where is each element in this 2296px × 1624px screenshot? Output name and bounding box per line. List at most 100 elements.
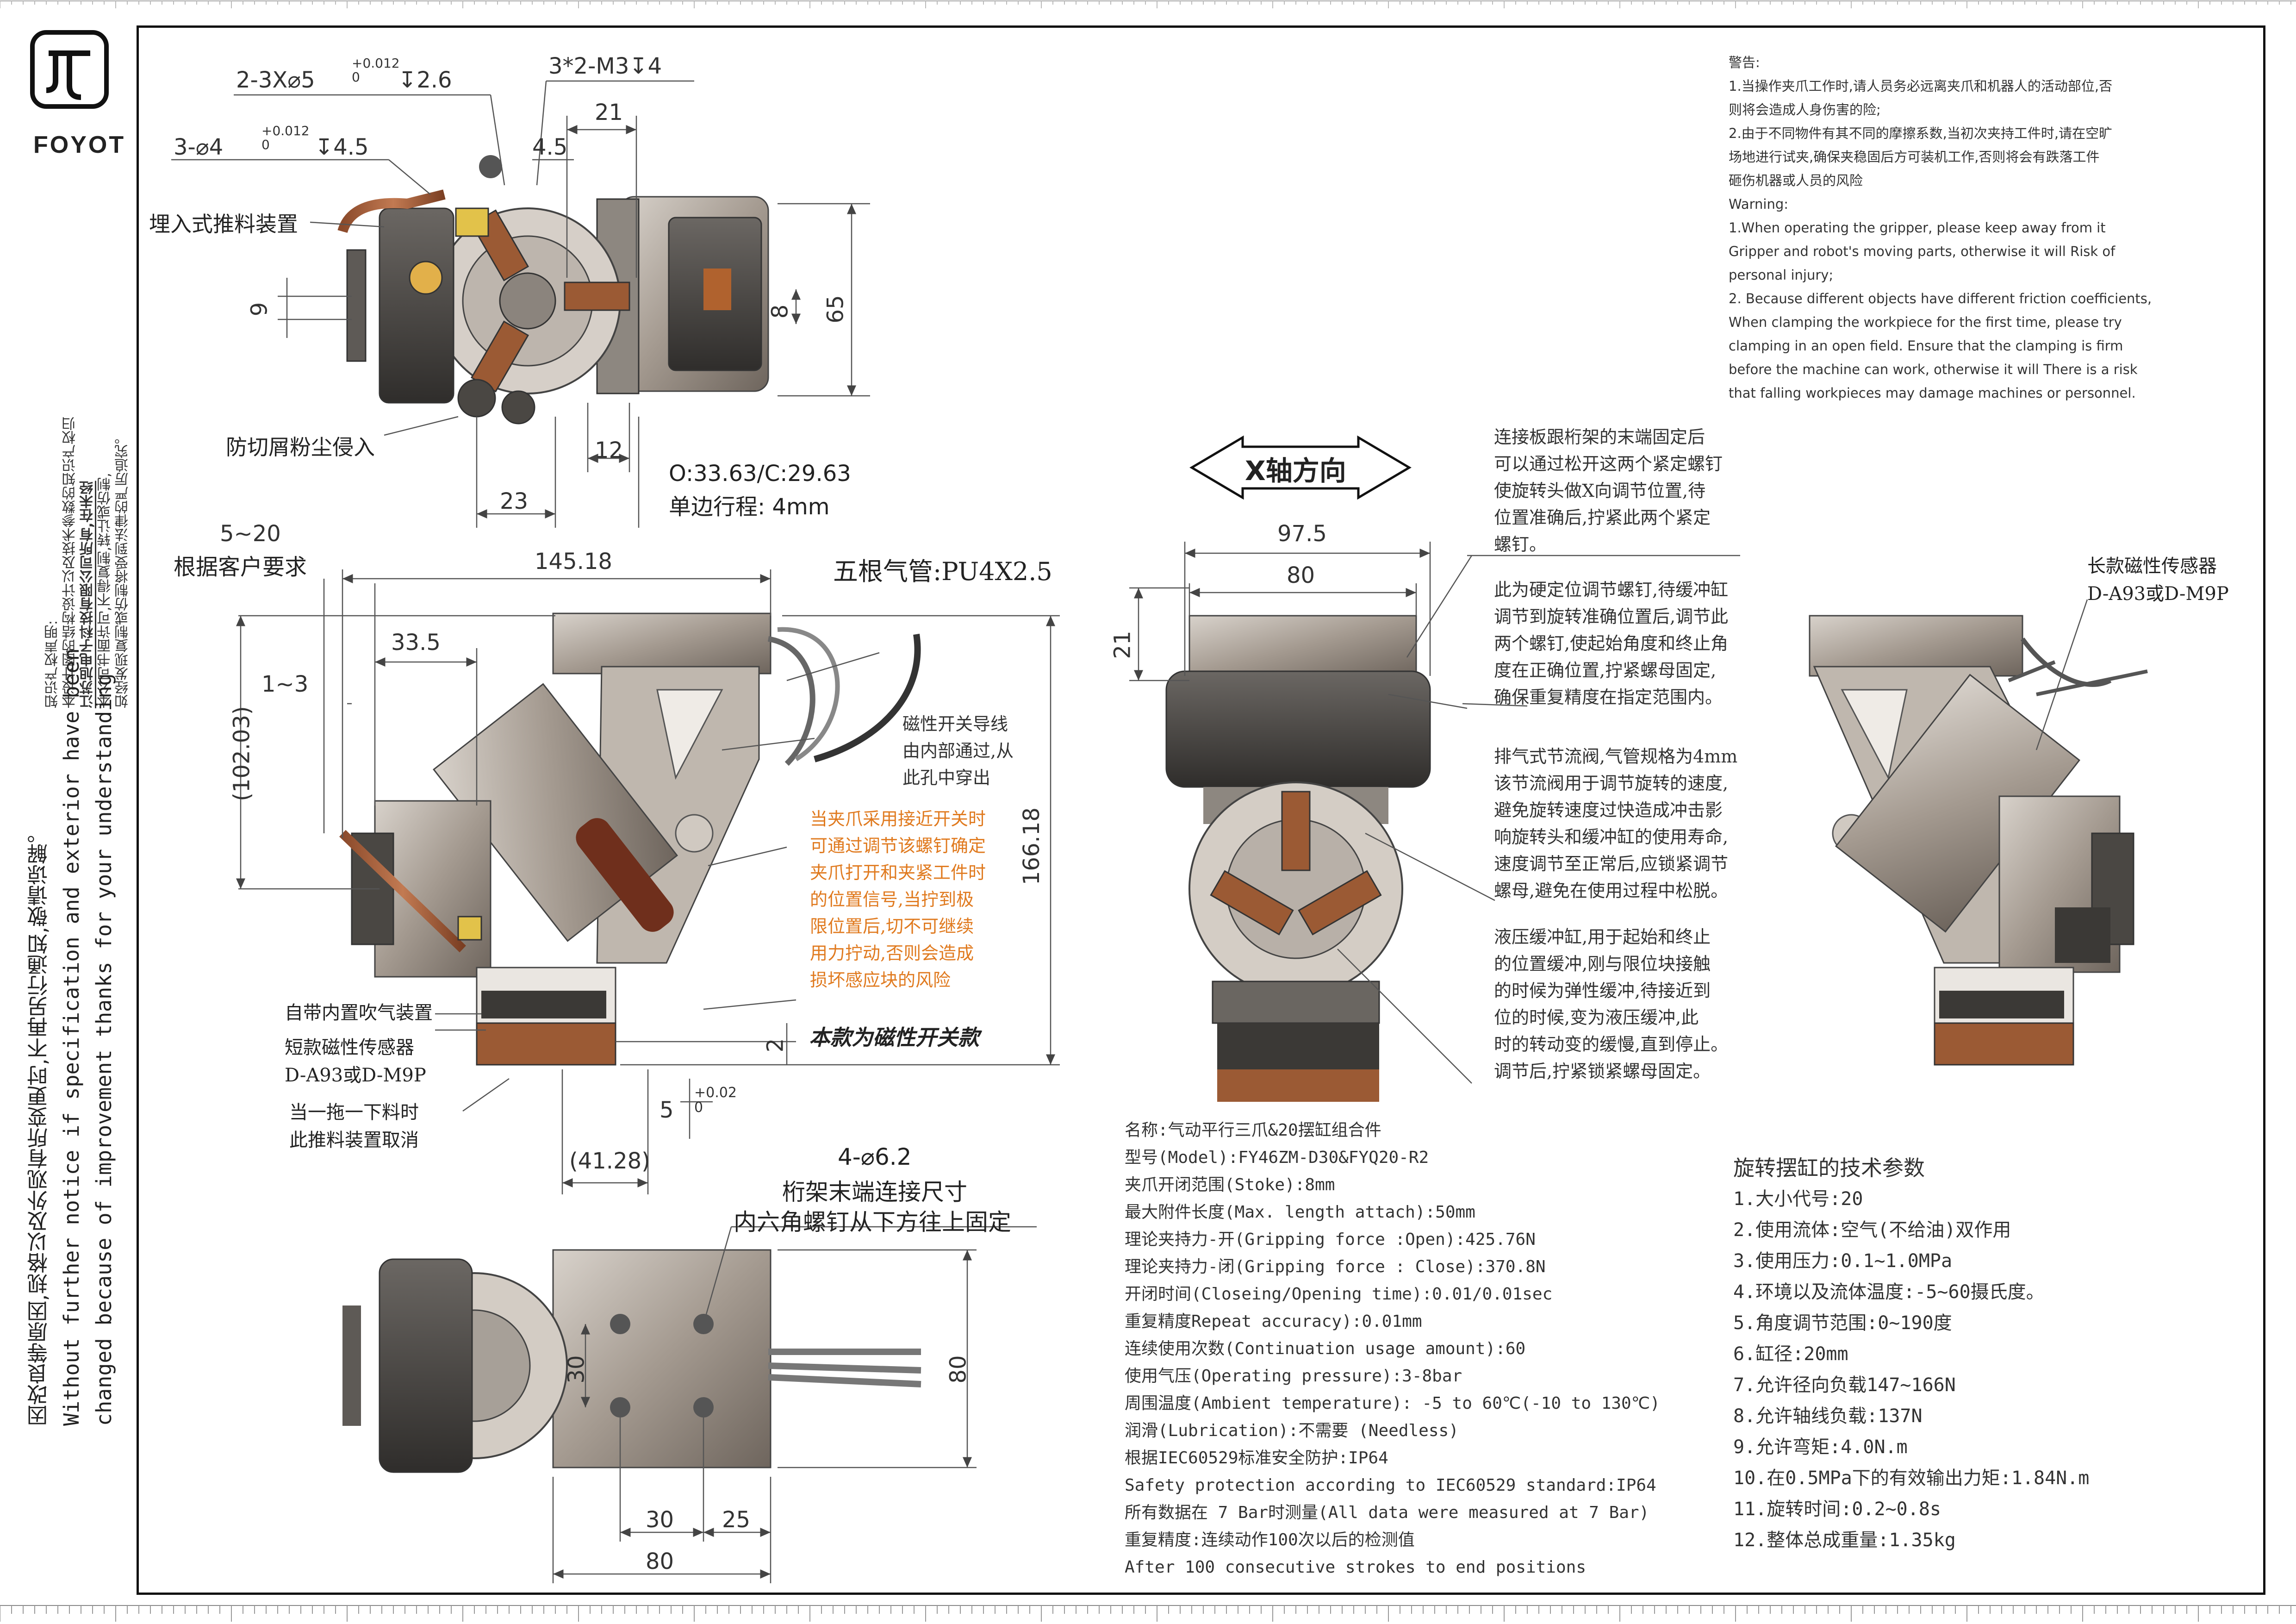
warning-line-cn: 则将会造成人身伤害的险;: [1729, 102, 1881, 118]
cylinder-param: 1.大小代号:20: [1733, 1188, 1863, 1210]
holes-a-depth: ↧2.6: [398, 67, 452, 93]
dim-5: 5: [660, 1097, 674, 1123]
wire-note-line: 磁性开关导线: [902, 714, 1008, 734]
note-line: 该节流阀用于调节旋转的速度,: [1494, 773, 1729, 793]
cylinder-param: 9.允许弯矩:4.0N.m: [1733, 1437, 1908, 1458]
spec-line: 重复精度:连续动作100次以后的检测值: [1125, 1530, 1415, 1549]
long-sensor-label: 长款磁性传感器: [2087, 556, 2217, 577]
note-line: 的位置缓冲,刚与限位块接触: [1494, 954, 1711, 974]
dim-4-5: 4.5: [532, 134, 568, 160]
drawing-frame: [137, 25, 2265, 1595]
hex-screw-label: 内六角螺钉从下方往上固定: [734, 1209, 1011, 1236]
cylinder-param: 10.在0.5MPa下的有效输出力矩:1.84N.m: [1733, 1468, 2090, 1489]
rear-sensor-leader: [2035, 599, 2088, 750]
drag-note-2: 此推料装置取消: [289, 1130, 419, 1151]
spec-line: 所有数据在 7 Bar时测量(All data were measured at…: [1125, 1503, 1649, 1522]
warning-line-cn: 砸伤机器或人员的风险: [1729, 173, 1863, 188]
spec-line: 理论夹持力-闭(Gripping force : Close):370.8N: [1125, 1257, 1546, 1276]
spec-line: 最大附件长度(Max. length attach):50mm: [1125, 1203, 1475, 1222]
spec-line: 润滑(Lubrication):不需要 (Needless): [1125, 1421, 1459, 1440]
warning-line: 当夹爪采用接近开关时: [810, 809, 986, 829]
dim-145-18: 145.18: [535, 549, 612, 575]
dim-21-front: 21: [1109, 631, 1136, 659]
warning-line: 损坏感应块的风险: [810, 970, 951, 990]
hard-stop-note: 此为硬定位调节螺钉,待缓冲缸 调节到旋转准确位置后,调节此 两个螺钉,使起始角度…: [1494, 576, 1728, 711]
dim-5-20: 5~20: [220, 521, 281, 547]
proximity-switch-warning: 当夹爪采用接近开关时 可通过调节该螺钉确定 夹爪打开和夹紧工件时 的位置信号,当…: [810, 806, 986, 993]
holes-c-tolerance: +0.012 0: [261, 123, 310, 152]
side-view-dimension-lines: [236, 569, 1060, 1194]
hydraulic-buffer-note: 液压缓冲缸,用于起始和终止 的位置缓冲,刚与限位块接触 的时候为弹性缓冲,待接近…: [1494, 924, 1728, 1085]
side-view-illustration: [339, 612, 921, 1066]
embedded-pusher-label: 埋入式推料装置: [149, 212, 298, 237]
note-line: 响旋转头和缓冲缸的使用寿命,: [1494, 827, 1729, 847]
dim-5-tolerance: +0.02 0: [694, 1085, 737, 1116]
spec-line: After 100 consecutive strokes to end pos…: [1125, 1558, 1586, 1577]
truss-mount-label: 桁架末端连接尺寸: [782, 1179, 967, 1206]
short-sensor-model: D-A93或D-M9P: [285, 1065, 426, 1086]
top-view-dimension-lines: [171, 80, 870, 528]
wire-note-line: 由内部通过,从: [902, 741, 1014, 761]
cylinder-param: 8.允许轴线负载:137N: [1733, 1405, 1923, 1427]
rear-view-illustration: [1809, 615, 2148, 1066]
warning-line: 可通过调节该螺钉确定: [810, 836, 986, 856]
note-line: 时的转动变的缓慢,直到停止。: [1494, 1034, 1729, 1055]
spec-line: 重复精度Repeat accuracy):0.01mm: [1125, 1312, 1422, 1331]
dim-41-28: (41.28): [569, 1148, 650, 1174]
note-line: 位的时候,变为液压缓冲,此: [1494, 1007, 1699, 1028]
dim-80-front: 80: [1287, 562, 1315, 588]
long-sensor-model: D-A93或D-M9P: [2087, 583, 2229, 605]
warning-block: 警告: 1.当操作夹爪工作时,请人员务必远离夹爪和机器人的活动部位,否 则将会造…: [1729, 51, 2152, 405]
spec-line: 名称:气动平行三爪&20摆缸组合件: [1125, 1121, 1381, 1140]
dim-65: 65: [822, 295, 849, 324]
drag-note-1: 当一拖一下料时: [289, 1102, 419, 1123]
x-axis-arrow-icon: [1189, 435, 1412, 500]
spec-line: Safety protection according to IEC60529 …: [1125, 1476, 1656, 1495]
dim-8: 8: [767, 304, 793, 319]
dim-80-horizontal: 80: [646, 1549, 674, 1574]
cylinder-param: 4.环境以及流体温度:-5~60摄氏度。: [1733, 1281, 2045, 1303]
note-line: 液压缓冲缸,用于起始和终止: [1494, 927, 1711, 947]
x-axis-label: X轴方向: [1245, 455, 1346, 487]
dim-80-vertical: 80: [945, 1355, 971, 1384]
note-line: 螺钉。: [1494, 534, 1547, 555]
dim-25: 25: [722, 1507, 751, 1533]
x-adjust-note: 连接板跟桁架的末端固定后 可以通过松开这两个紧定螺钉 使旋转头做X向调节位置,待…: [1494, 424, 1723, 558]
cylinder-param: 11.旋转时间:0.2~0.8s: [1733, 1499, 1941, 1520]
cylinder-param: 5.角度调节范围:0~190度: [1733, 1312, 1952, 1334]
dim-9: 9: [246, 302, 273, 317]
dim-30-vertical: 30: [563, 1355, 590, 1384]
note-line: 可以通过松开这两个紧定螺钉: [1494, 454, 1723, 474]
note-line: 避免旋转速度过快造成冲击影: [1494, 800, 1723, 820]
dim-166-18: 166.18: [1018, 807, 1045, 885]
cylinder-param: 2.使用流体:空气(不给油)双作用: [1733, 1219, 2011, 1241]
note-line: 螺母,避免在使用过程中松脱。: [1494, 881, 1729, 901]
cylinder-param: 6.缸径:20mm: [1733, 1343, 1848, 1365]
note-line: 排气式节流阀,气管规格为4mm: [1494, 746, 1738, 767]
customer-requirement: 根据客户要求: [174, 554, 307, 580]
holes-c-depth: ↧4.5: [315, 134, 369, 160]
spec-line: 夹爪开闭范围(Stoke):8mm: [1125, 1175, 1335, 1194]
magnetic-switch-label: 本款为磁性开关款: [809, 1025, 979, 1050]
throttle-valve-note: 排气式节流阀,气管规格为4mm 该节流阀用于调节旋转的速度, 避免旋转速度过快造…: [1494, 743, 1737, 904]
brand-name: FOYOT: [33, 131, 126, 158]
cylinder-param: 7.允许径向负载147~166N: [1733, 1374, 1956, 1396]
note-line: 位置准确后,拧紧此两个紧定: [1494, 507, 1711, 528]
built-in-blow-label: 自带内置吹气装置: [285, 1002, 433, 1024]
cylinder-parameters: 旋转摆缸的技术参数 1.大小代号:20 2.使用流体:空气(不给油)双作用 3.…: [1733, 1153, 2089, 1556]
foyot-logo-icon: [30, 30, 109, 109]
single-side-stroke: 单边行程: 4mm: [669, 494, 830, 520]
spec-line: 周围温度(Ambient temperature): -5 to 60℃(-10…: [1125, 1394, 1660, 1413]
note-line: 度在正确位置,拧紧螺母固定,: [1494, 660, 1717, 681]
mount-holes-label: 4-⌀6.2: [838, 1143, 912, 1170]
warning-line: 夹爪打开和夹紧工件时: [810, 862, 986, 883]
wire-note: 磁性开关导线 由内部通过,从 此孔中穿出: [902, 711, 1014, 791]
spec-line: 型号(Model):FY46ZM-D30&FYQ20-R2: [1125, 1148, 1429, 1167]
warning-line: 的位置信号,当拧到极: [810, 889, 974, 910]
warning-line-en: before the machine can work, otherwise i…: [1729, 362, 2138, 377]
dim-102-03: (102.03): [229, 706, 255, 801]
dim-12: 12: [595, 437, 623, 463]
note-line: 调节到旋转准确位置后,调节此: [1494, 606, 1729, 627]
holes-c-label: 3-⌀4: [174, 134, 224, 160]
